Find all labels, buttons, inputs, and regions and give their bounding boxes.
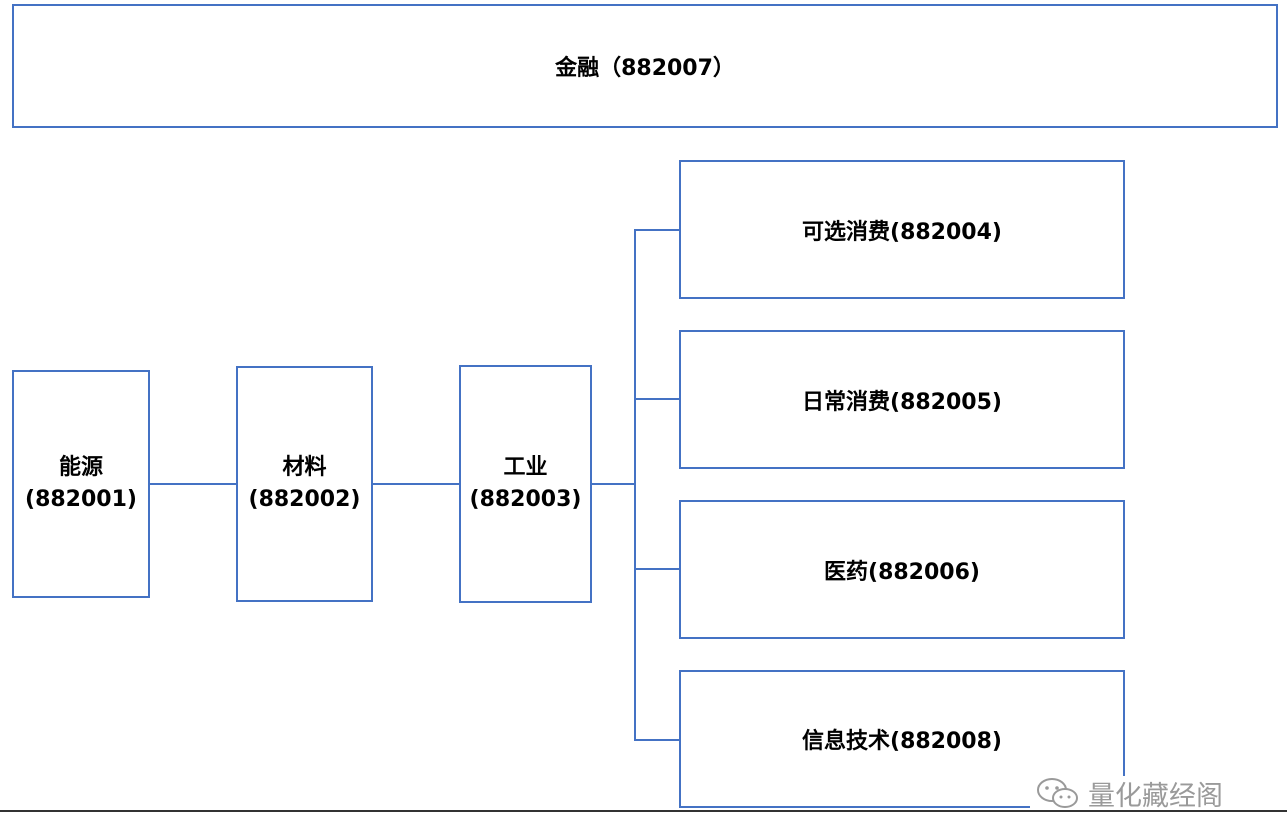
finance-label: 金融（882007）	[555, 56, 735, 81]
pharma-label: 医药(882006)	[824, 559, 980, 585]
materials-box: 材料 (882002)	[236, 366, 373, 602]
connector-industrial-trunk	[592, 483, 636, 485]
watermark: 量化藏经阁	[1030, 776, 1227, 812]
industrial-box: 工业 (882003)	[459, 365, 592, 603]
connector-branch-1	[634, 229, 679, 231]
connector-trunk-vertical	[634, 229, 636, 741]
it-label: 信息技术(882008)	[802, 729, 1002, 754]
connector-branch-3	[634, 568, 679, 570]
consumer-discretionary-label: 可选消费(882004)	[802, 219, 1002, 245]
industrial-code: (882003)	[469, 487, 582, 512]
connector-materials-industrial	[373, 483, 459, 485]
connector-branch-2	[634, 398, 679, 400]
wechat-icon	[1037, 778, 1078, 808]
finance-box: 金融（882007）	[12, 4, 1278, 128]
consumer-staples-label: 日常消费(882005)	[802, 389, 1002, 415]
energy-name: 能源	[58, 455, 103, 480]
industrial-name: 工业	[503, 455, 548, 480]
watermark-text: 量化藏经阁	[1088, 780, 1223, 812]
energy-box: 能源 (882001)	[12, 370, 150, 598]
bottom-rule	[0, 810, 1287, 812]
materials-code: (882002)	[248, 487, 361, 512]
consumer-staples-box: 日常消费(882005)	[679, 330, 1125, 469]
materials-name: 材料	[282, 455, 327, 480]
connector-branch-4	[634, 739, 679, 741]
connector-energy-materials	[150, 483, 236, 485]
consumer-discretionary-box: 可选消费(882004)	[679, 160, 1125, 299]
it-box: 信息技术(882008)	[679, 670, 1125, 808]
energy-code: (882001)	[25, 487, 137, 512]
pharma-box: 医药(882006)	[679, 500, 1125, 639]
